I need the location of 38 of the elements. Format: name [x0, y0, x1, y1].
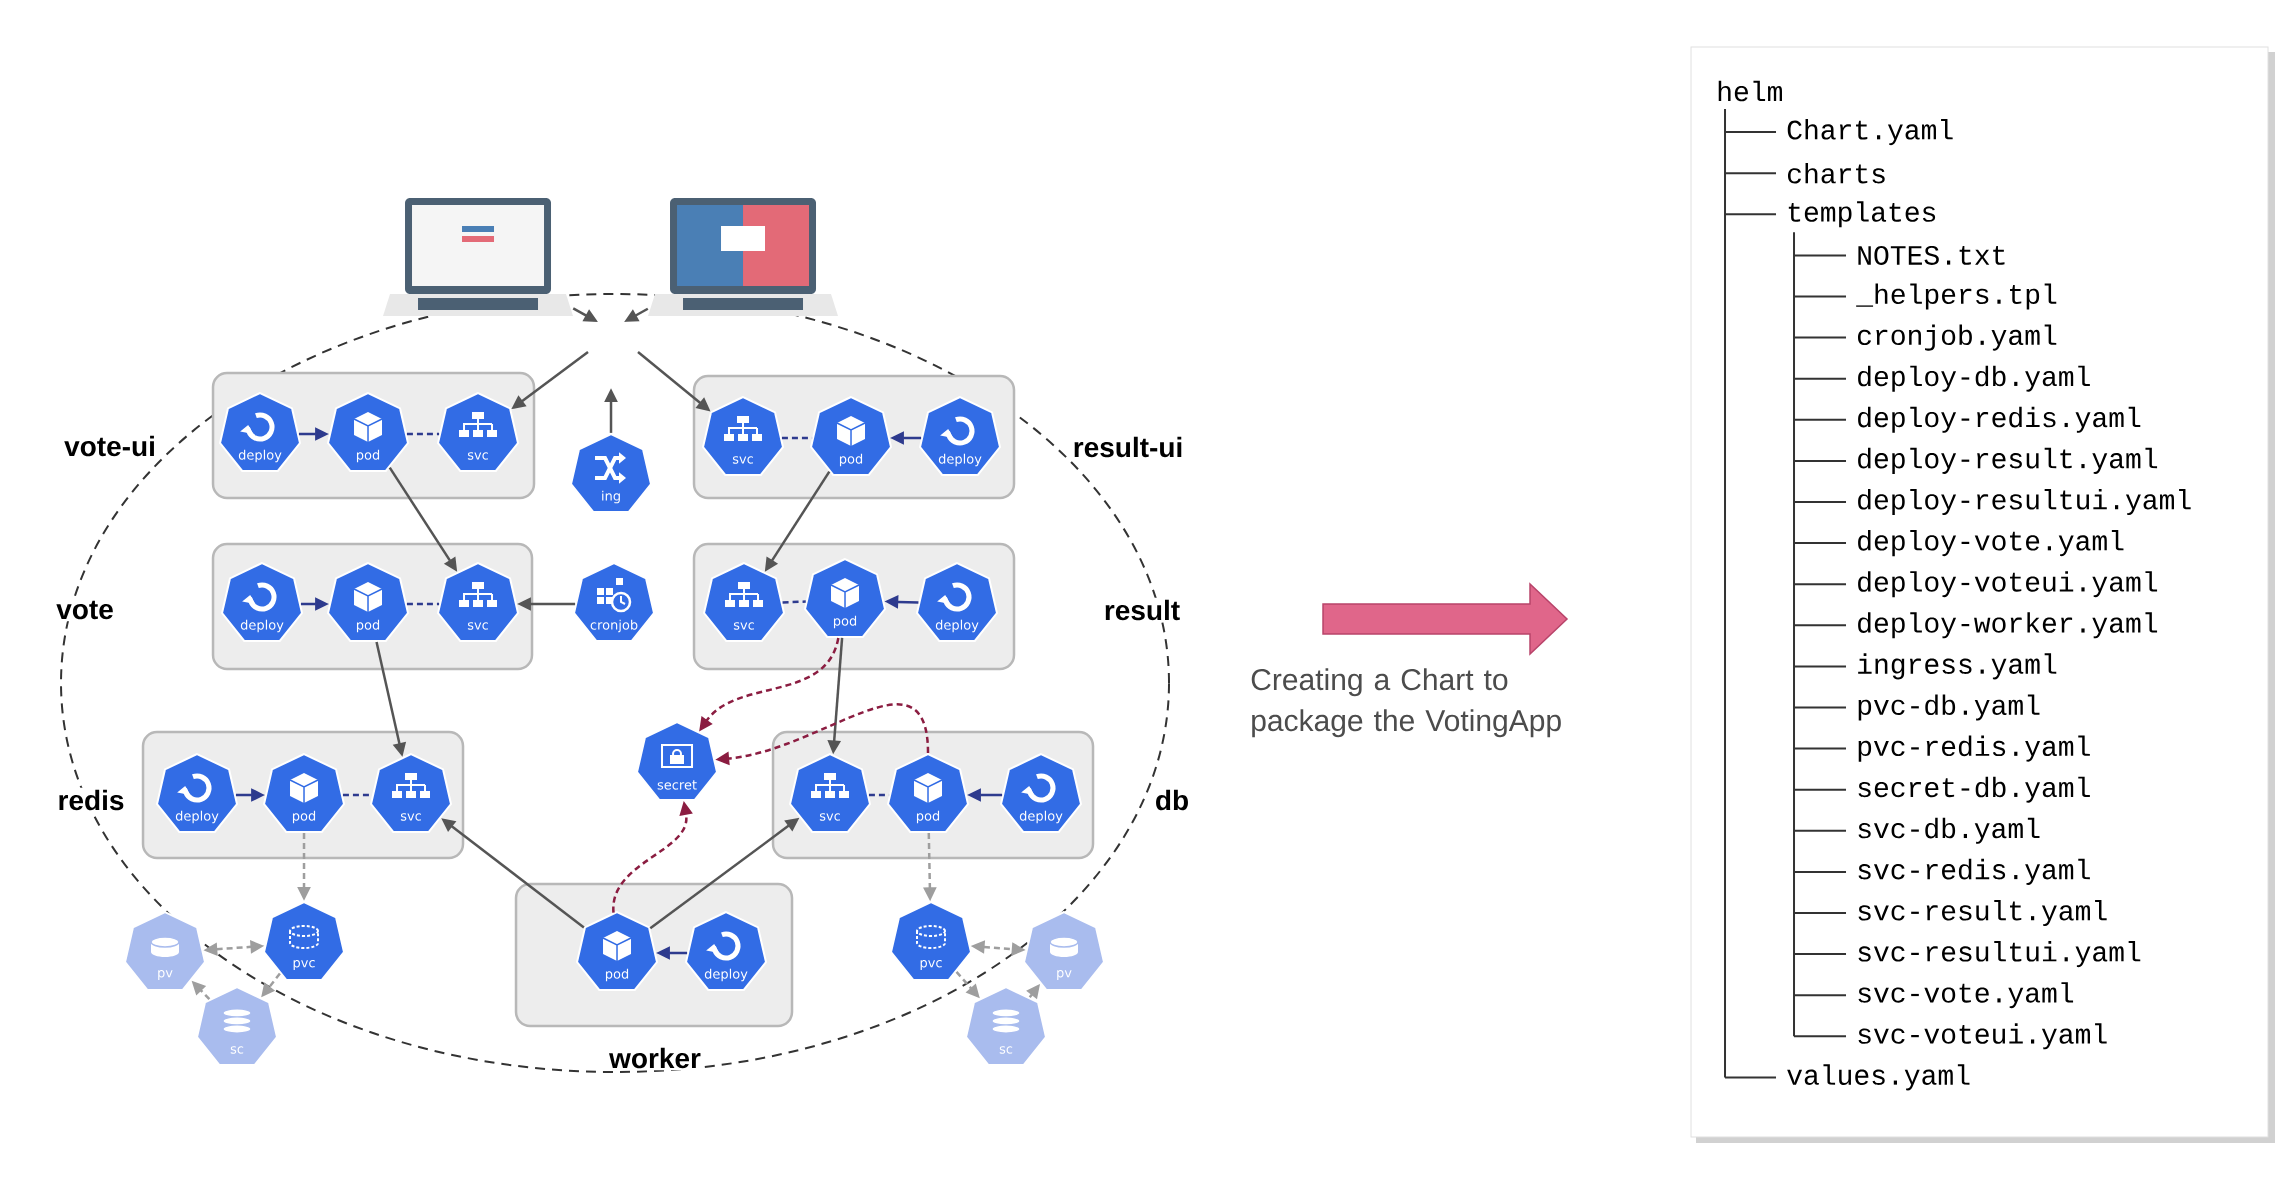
group-label: result-ui: [1070, 434, 1186, 460]
caption-text: Creating a Chart to package the VotingApp: [1251, 668, 1561, 738]
connector-line: [406, 602, 440, 606]
file-name: deploy-redis.yaml: [1858, 406, 2141, 433]
file-name: _helpers.tpl: [1856, 283, 2057, 310]
file-name: NOTES.txt: [1858, 245, 2005, 265]
connector-line: [406, 432, 440, 436]
group-label: redis: [55, 787, 127, 813]
file-name: charts: [1788, 162, 1885, 184]
file-name: helm: [1718, 80, 1782, 102]
file-name: svc-db.yaml: [1858, 817, 2040, 844]
file-name: svc-voteui.yaml: [1858, 1023, 2107, 1050]
group-label: vote: [54, 598, 116, 622]
file-name: Chart.yaml: [1787, 119, 1953, 146]
group-label: result: [1101, 597, 1183, 623]
laptop-drawing: [648, 198, 838, 316]
file-name: deploy-db.yaml: [1858, 365, 2090, 392]
file-name: deploy-result.yaml: [1858, 447, 2158, 474]
file-name: values.yaml: [1787, 1064, 1970, 1091]
file-name: svc-redis.yaml: [1858, 858, 2090, 885]
laptop-drawing: [383, 198, 573, 316]
file-name: svc-result.yaml: [1858, 899, 2107, 927]
file-name: deploy-voteui.yaml: [1858, 571, 2158, 598]
file-name: svc-vote.yaml: [1858, 982, 2074, 1009]
file-name: cronjob.yaml: [1858, 324, 2057, 351]
group-label: worker: [607, 1045, 703, 1071]
file-name: pvc-db.yaml: [1858, 694, 2040, 721]
file-name: deploy-resultui.yaml: [1858, 488, 2191, 516]
file-name: deploy-vote.yaml: [1858, 530, 2124, 557]
file-name: secret-db.yaml: [1858, 776, 2090, 803]
group-label: db: [1152, 787, 1192, 813]
group-label: vote-ui: [62, 433, 158, 459]
file-name: ingress.yaml: [1858, 653, 2057, 680]
file-name: templates: [1788, 201, 1936, 228]
file-name: deploy-worker.yaml: [1858, 612, 2158, 639]
file-name: pvc-redis.yaml: [1858, 735, 2090, 762]
connector-line: [782, 600, 806, 604]
file-name: svc-resultui.yaml: [1858, 941, 2141, 968]
